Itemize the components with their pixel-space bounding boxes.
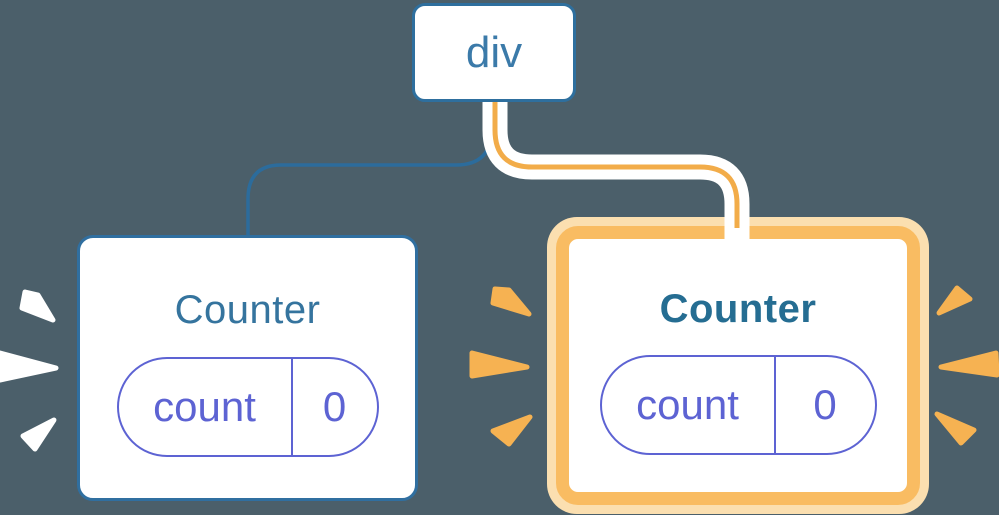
state-pill: count 0 xyxy=(599,355,877,455)
spark-icon xyxy=(490,414,533,447)
state-value: 0 xyxy=(773,357,875,453)
edge-div-to-right-counter xyxy=(492,95,740,228)
spark-cluster-highlight-right xyxy=(934,285,999,446)
state-pill: count 0 xyxy=(116,357,379,457)
counter-title: Counter xyxy=(174,288,321,332)
spark-icon xyxy=(490,286,532,317)
state-key-label: count xyxy=(153,383,256,430)
spark-icon xyxy=(0,350,59,383)
state-value: 0 xyxy=(290,359,377,455)
spark-icon xyxy=(469,350,530,379)
spark-cluster-left-white xyxy=(0,289,59,452)
spark-icon xyxy=(20,417,57,452)
root-div-node: div xyxy=(412,3,576,102)
root-div-label: div xyxy=(465,27,523,77)
spark-icon xyxy=(936,285,973,316)
edge-div-to-left-counter xyxy=(246,103,494,237)
counter-card-highlighted-inner: Counter count 0 xyxy=(556,226,920,505)
spark-icon xyxy=(938,350,999,378)
spark-icon xyxy=(934,411,977,446)
counter-title: Counter xyxy=(659,287,817,331)
counter-card: Counter count 0 xyxy=(77,235,418,501)
state-key-label: count xyxy=(636,381,739,428)
counter-card-highlighted: Counter count 0 xyxy=(547,217,929,514)
spark-icon xyxy=(19,289,56,323)
spark-cluster-highlight-left xyxy=(469,286,533,447)
